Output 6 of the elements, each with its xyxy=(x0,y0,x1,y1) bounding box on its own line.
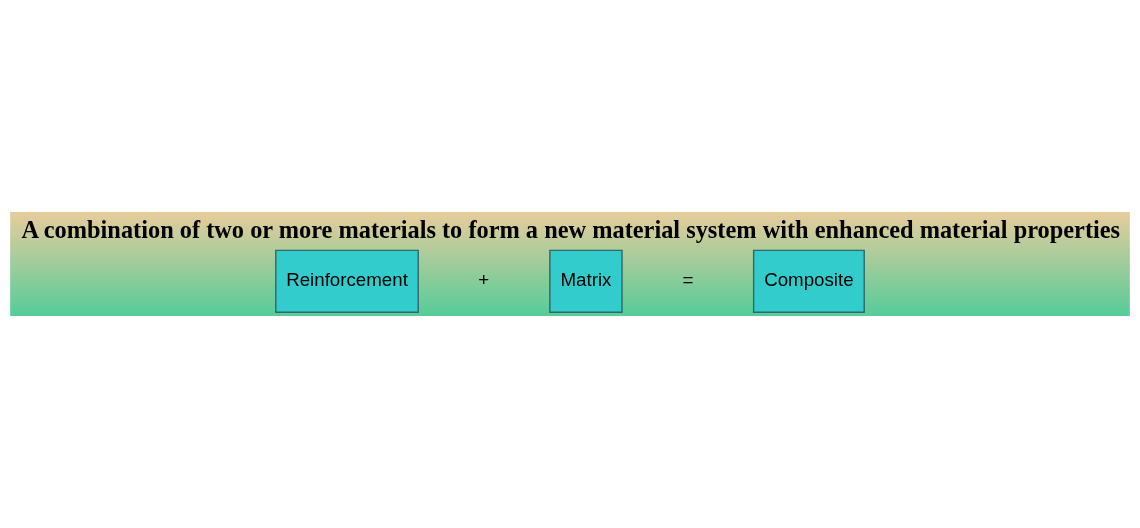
node-box: Composite xyxy=(752,249,865,313)
diagram-title: A combination of two or more materials to form a new material system with enhanced material properties xyxy=(21,216,1121,244)
node-box: Matrix xyxy=(549,249,623,313)
node-box: Reinforcement xyxy=(275,249,419,313)
label: + xyxy=(478,269,490,291)
label: = xyxy=(682,269,694,291)
